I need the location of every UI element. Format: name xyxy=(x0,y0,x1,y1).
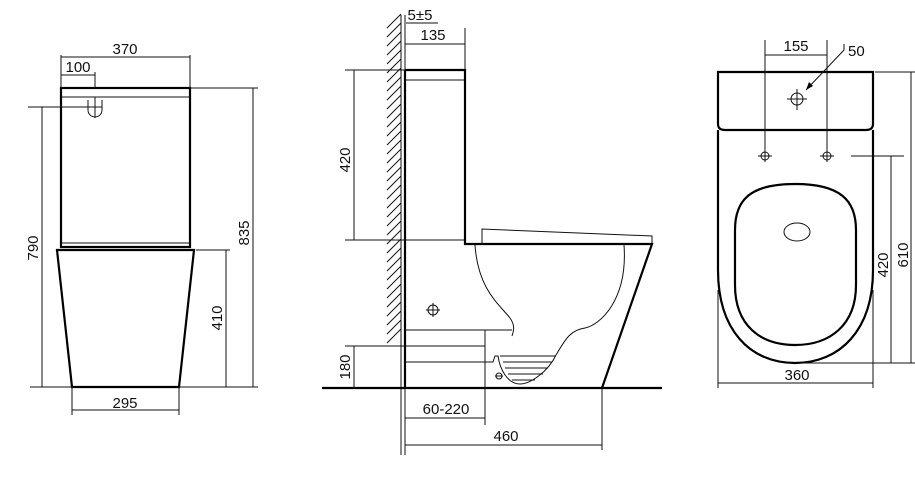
hatch-line xyxy=(386,139,402,155)
hatch-line xyxy=(386,94,402,110)
hatch-line xyxy=(386,274,402,290)
hatch-line xyxy=(386,328,402,344)
dim-135: 135 xyxy=(420,27,445,44)
hatch-line xyxy=(386,229,402,245)
dim-370: 370 xyxy=(112,41,137,58)
dim-420-tank: 420 xyxy=(337,147,354,172)
outlet-hole xyxy=(783,222,811,242)
wall-hatching xyxy=(386,13,402,344)
hatch-line xyxy=(386,31,402,47)
hatch-line xyxy=(386,211,402,227)
hatch-line xyxy=(386,148,402,164)
top-view: 155 50 610 420 360 xyxy=(716,38,915,388)
hatch-line xyxy=(386,292,402,308)
dim-295: 295 xyxy=(112,395,137,412)
tank-outline xyxy=(59,86,192,249)
side-view: 5±5 135 420 180 60-220 460 xyxy=(322,7,662,455)
hatch-line xyxy=(386,202,402,218)
dim-50: 50 xyxy=(848,43,865,60)
hatch-line xyxy=(386,193,402,209)
hatch-line xyxy=(386,13,402,29)
seat-lid xyxy=(733,182,858,347)
hatch-line xyxy=(386,283,402,299)
dim-60-220: 60-220 xyxy=(423,401,470,418)
hatch-line xyxy=(386,157,402,173)
dim-420-top: 420 xyxy=(875,252,892,277)
hatch-line xyxy=(386,175,402,191)
bowl-interior xyxy=(474,244,515,337)
bowl-top-outline xyxy=(716,130,875,365)
dim-100: 100 xyxy=(65,59,90,76)
dim-155: 155 xyxy=(783,38,808,55)
hatch-line xyxy=(386,265,402,281)
hatch-line xyxy=(386,256,402,272)
dim-180: 180 xyxy=(337,354,354,379)
hatch-line xyxy=(386,85,402,101)
bowl-outline xyxy=(55,248,196,389)
hatch-line xyxy=(386,166,402,182)
dim-360: 360 xyxy=(784,367,809,384)
dim-5-5: 5±5 xyxy=(408,7,433,24)
hatch-line xyxy=(386,310,402,326)
hatch-line xyxy=(386,76,402,92)
hatch-line xyxy=(386,247,402,263)
hatch-line xyxy=(386,40,402,56)
dim-610: 610 xyxy=(895,242,912,267)
seat xyxy=(481,228,653,244)
hatch-line xyxy=(386,319,402,335)
tank-top xyxy=(716,70,875,132)
dim-835: 835 xyxy=(236,220,253,245)
dim-460: 460 xyxy=(493,428,518,445)
hatch-line xyxy=(386,238,402,254)
hatch-line xyxy=(386,22,402,38)
hatch-line xyxy=(386,103,402,119)
hatch-line xyxy=(386,220,402,236)
dim-790: 790 xyxy=(25,235,42,260)
dim-410: 410 xyxy=(209,305,226,330)
hatch-line xyxy=(386,49,402,65)
hatch-line xyxy=(386,130,402,146)
front-view: 370 100 790 835 410 295 xyxy=(25,41,258,415)
toilet-profile xyxy=(405,68,654,389)
hatch-line xyxy=(386,58,402,74)
hatch-line xyxy=(386,112,402,128)
hatch-line xyxy=(386,301,402,317)
hatch-line xyxy=(386,184,402,200)
hatch-line xyxy=(386,121,402,137)
